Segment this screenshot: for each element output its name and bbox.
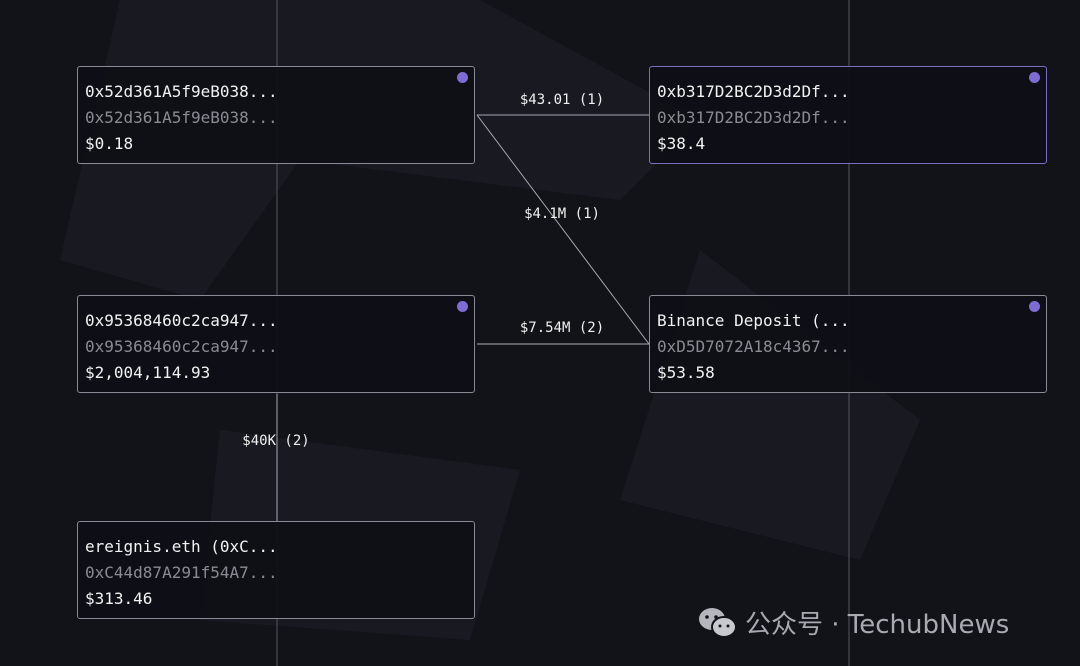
node-balance: $313.46 [85,589,153,608]
address-node[interactable]: 0x52d361A5f9eB038... 0x52d361A5f9eB038..… [77,66,475,164]
edge-label[interactable]: $40K (2) [242,433,310,449]
watermark-text: 公众号 · TechubNews [745,610,1010,640]
address-node[interactable]: Binance Deposit (... 0xD5D7072A18c4367..… [649,295,1047,393]
address-node[interactable]: ereignis.eth (0xC... 0xC44d87A291f54A7..… [77,521,475,619]
node-title: ereignis.eth (0xC... [85,537,278,556]
node-title: 0x52d361A5f9eB038... [85,82,278,101]
address-node[interactable]: 0xb317D2BC2D3d2Df... 0xb317D2BC2D3d2Df..… [649,66,1047,164]
node-title: Binance Deposit (... [657,311,850,330]
node-balance: $2,004,114.93 [85,363,211,382]
node-address: 0xC44d87A291f54A7... [85,563,278,582]
node-balance: $38.4 [657,134,706,153]
status-dot [1029,72,1040,83]
address-node[interactable]: 0x95368460c2ca947... 0x95368460c2ca947..… [77,295,475,393]
edge-label[interactable]: $7.54M (2) [519,320,605,336]
node-title: 0xb317D2BC2D3d2Df... [657,82,850,101]
edge-label[interactable]: $4.1M (1) [524,206,600,222]
node-balance: $0.18 [85,134,134,153]
node-address: 0x52d361A5f9eB038... [85,108,278,127]
node-address: 0xb317D2BC2D3d2Df... [657,108,850,127]
edge-line[interactable] [476,114,650,345]
wechat-icon [699,607,737,638]
edge-label[interactable]: $43.01 (1) [519,92,605,108]
watermark: 公众号 · TechubNews [697,604,1009,641]
node-title: 0x95368460c2ca947... [85,311,278,330]
node-balance: $53.58 [657,363,715,382]
status-dot [457,72,468,83]
node-address: 0xD5D7072A18c4367... [657,337,850,356]
node-address: 0x95368460c2ca947... [85,337,278,356]
status-dot [1029,301,1040,312]
status-dot [457,301,468,312]
